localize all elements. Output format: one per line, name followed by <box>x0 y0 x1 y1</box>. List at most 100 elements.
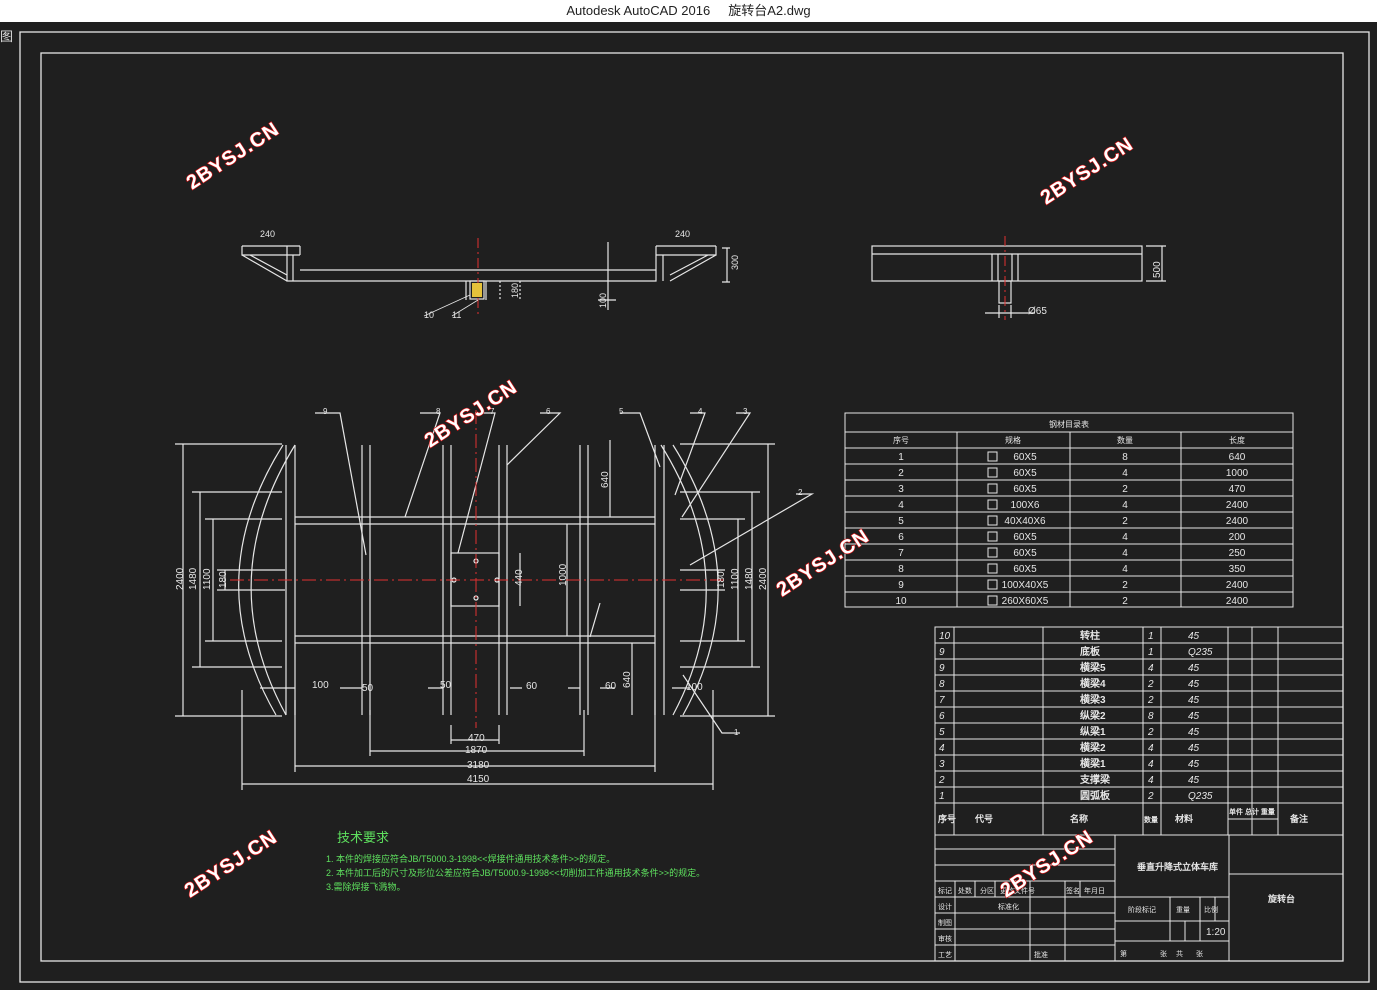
bom-cell: 底板 <box>1080 645 1101 658</box>
top-view-part-highlight <box>472 283 482 297</box>
tb-label-stage: 阶段标记 <box>1128 905 1156 914</box>
cut-list-cell: 1 <box>898 452 904 463</box>
square-section-icon <box>987 563 998 574</box>
cut-list-cell: 8 <box>1122 452 1128 463</box>
tech-req-title: 技术要求 <box>337 830 389 845</box>
dim-right-180: 180 <box>716 571 727 588</box>
cut-list-cell: 60X5 <box>1013 452 1037 463</box>
bom-cell: 8 <box>939 679 945 690</box>
cut-list-cell: 2400 <box>1226 580 1249 591</box>
dim-side-500: 500 <box>1152 261 1163 278</box>
square-section-icon <box>987 451 998 462</box>
dim-h-50-b: 50 <box>440 680 452 691</box>
cut-list-cell: 4 <box>1122 468 1128 479</box>
bom-cell: 6 <box>939 711 945 722</box>
bom-cell: 横梁2 <box>1080 741 1106 754</box>
cut-list-cell: 2 <box>1122 484 1128 495</box>
tb-label-draw: 制图 <box>938 918 952 927</box>
bom-cell: 纵梁2 <box>1080 709 1106 722</box>
tech-req-line-3: 3.需除焊接飞溅物。 <box>326 881 406 892</box>
cut-list-cell: 470 <box>1229 484 1246 495</box>
tb-label-no: 第 <box>1120 949 1127 958</box>
top-view-leaders <box>423 294 479 317</box>
bom-cell: 转柱 <box>1080 629 1100 642</box>
watermark-6: 2BYSJ.CN <box>997 826 1098 902</box>
bom-header-no: 序号 <box>938 813 956 824</box>
title-project: 垂直升降式立体车库 <box>1137 861 1218 872</box>
tb-label-total: 共 <box>1176 949 1183 958</box>
watermark-2: 2BYSJ.CN <box>1037 133 1138 209</box>
dim-top-240-left: 240 <box>260 229 275 239</box>
cut-list-header-len: 长度 <box>1229 435 1245 445</box>
dim-top-300: 300 <box>730 255 740 270</box>
cut-list-cell: 60X5 <box>1013 468 1037 479</box>
tb-label-date: 年月日 <box>1084 886 1105 895</box>
dim-left-180: 180 <box>218 571 229 588</box>
bom-cell: 9 <box>939 647 945 658</box>
cut-list-cell: 4 <box>1122 564 1128 575</box>
balloon-8: 8 <box>436 407 441 416</box>
cut-list-cell: 100X40X5 <box>1002 580 1049 591</box>
cut-list-cell: 350 <box>1229 564 1246 575</box>
dim-right-1480: 1480 <box>744 567 755 590</box>
title-scale: 1:20 <box>1206 927 1226 938</box>
bom-cell: 2 <box>1147 695 1154 706</box>
bom-cell: 2 <box>938 775 945 786</box>
square-section-icon <box>987 515 998 526</box>
cut-list-cell: 9 <box>898 580 904 591</box>
cut-list-cell: 40X40X6 <box>1004 516 1046 527</box>
square-section-icon <box>987 547 998 558</box>
dim-h-4150: 4150 <box>467 774 490 785</box>
square-section-icon <box>987 483 998 494</box>
cut-list-cell: 10 <box>895 596 907 607</box>
cut-list-cell: 60X5 <box>1013 484 1037 495</box>
tb-label-sheets: 张 <box>1196 949 1203 958</box>
bom-cell: 5 <box>939 727 945 738</box>
title-block <box>934 834 1344 962</box>
window-title-bar: Autodesk AutoCAD 2016 旋转台A2.dwg <box>0 0 1377 22</box>
dim-right-2400: 2400 <box>758 567 769 590</box>
cut-list-cell: 4 <box>898 500 904 511</box>
cut-list-cell: 2 <box>1122 580 1128 591</box>
cut-list-cell: 1000 <box>1226 468 1249 479</box>
cut-list-cell: 200 <box>1229 532 1246 543</box>
bom-cell: 4 <box>1148 743 1154 754</box>
cut-list-cell: 4 <box>1122 532 1128 543</box>
bom-cell: 10 <box>939 631 951 642</box>
dim-inner-640-top: 640 <box>600 471 611 488</box>
cut-list-cell: 100X6 <box>1011 500 1040 511</box>
cut-list-cell: 640 <box>1229 452 1246 463</box>
dim-h-1870: 1870 <box>465 745 488 756</box>
cut-list-cell: 2400 <box>1226 596 1249 607</box>
tech-requirements: 技术要求 1. 本件的焊接应符合JB/T5000.3-1998<<焊接件通用技术… <box>326 830 705 892</box>
bom-header-weight: 单件 总计 重量 <box>1229 807 1275 816</box>
balloon-6: 6 <box>546 407 551 416</box>
watermark-4: 2BYSJ.CN <box>773 525 874 601</box>
bom-cell: 3 <box>939 759 945 770</box>
dim-h-470: 470 <box>468 733 485 744</box>
bom-cell: 1 <box>1148 631 1154 642</box>
square-section-icon <box>987 467 998 478</box>
bom-cell: 横梁1 <box>1080 757 1106 770</box>
bom-cell: 45 <box>1188 631 1200 642</box>
bom-cell: 4 <box>1148 663 1154 674</box>
bom-cell: 8 <box>1148 711 1154 722</box>
bom-cell: 支撑梁 <box>1079 773 1111 786</box>
dim-left-1480: 1480 <box>188 567 199 590</box>
tb-label-design: 设计 <box>938 902 952 911</box>
bom-cell: Q235 <box>1188 791 1213 802</box>
dim-left-1100: 1100 <box>202 568 213 590</box>
bom-cell: 1 <box>939 791 945 802</box>
cut-list-cell: 3 <box>898 484 904 495</box>
balloon-4: 4 <box>698 407 703 416</box>
watermark-5: 2BYSJ.CN <box>181 826 282 902</box>
bom-cell: 横梁4 <box>1080 677 1106 690</box>
balloon-top-10: 10 <box>424 310 434 320</box>
balloon-2: 2 <box>798 488 803 497</box>
bom-header-remarks: 备注 <box>1289 813 1308 824</box>
bom-header-material: 材料 <box>1174 813 1193 824</box>
tech-req-line-1: 1. 本件的焊接应符合JB/T5000.3-1998<<焊接件通用技术条件>>的… <box>326 853 615 864</box>
cut-list-cell: 60X5 <box>1013 548 1037 559</box>
bom-cell: 1 <box>1148 647 1154 658</box>
